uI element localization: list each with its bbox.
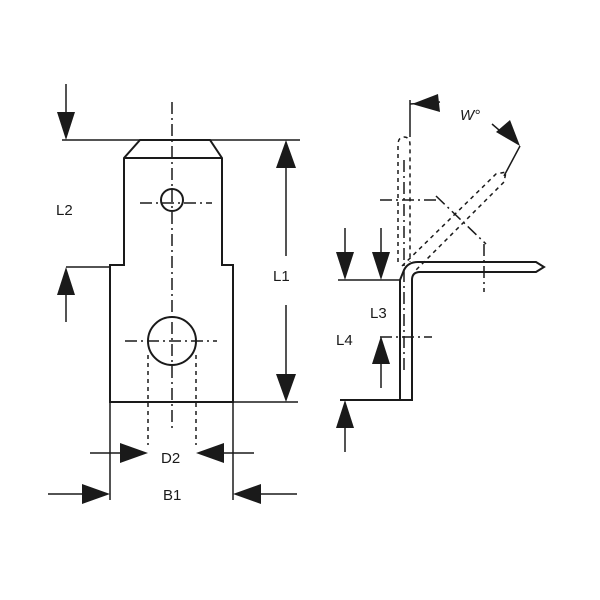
w-right-arrow-head bbox=[496, 120, 520, 146]
l1-label: L1 bbox=[273, 268, 290, 285]
d2-label: D2 bbox=[161, 450, 180, 467]
upright-alternate-position bbox=[397, 136, 411, 262]
l4-upper-arrow-head bbox=[372, 336, 390, 364]
l3-right-arrow-head bbox=[372, 252, 390, 280]
l2-arrow-top-head bbox=[57, 112, 75, 140]
w-angle-label: W° bbox=[460, 107, 480, 124]
l3-left-arrow-head bbox=[336, 252, 354, 280]
b1-label: B1 bbox=[163, 487, 181, 504]
angled-centerline bbox=[435, 195, 487, 245]
angled-alternate-position bbox=[401, 171, 507, 273]
small-hole bbox=[160, 188, 184, 212]
b1-left-arrow-head bbox=[82, 484, 110, 504]
d2-left-arrow-head bbox=[120, 443, 148, 463]
w-left-arrow-head bbox=[412, 94, 440, 112]
side-profile bbox=[399, 261, 546, 401]
front-view: L2 L1 D2 B1 bbox=[48, 84, 300, 504]
l1-arrow-top-head bbox=[276, 140, 296, 168]
l2-label: L2 bbox=[56, 202, 73, 219]
l2-arrow-bottom-head bbox=[57, 267, 75, 295]
l4-lower-arrow-head bbox=[336, 400, 354, 428]
d2-right-arrow-head bbox=[196, 443, 224, 463]
angle-extension-line-angled bbox=[503, 145, 521, 177]
side-view: W° L3 L4 bbox=[336, 94, 546, 452]
l4-label: L4 bbox=[336, 332, 353, 349]
l3-label: L3 bbox=[370, 305, 387, 322]
b1-right-arrow-head bbox=[233, 484, 261, 504]
l1-arrow-bottom-head bbox=[276, 374, 296, 402]
